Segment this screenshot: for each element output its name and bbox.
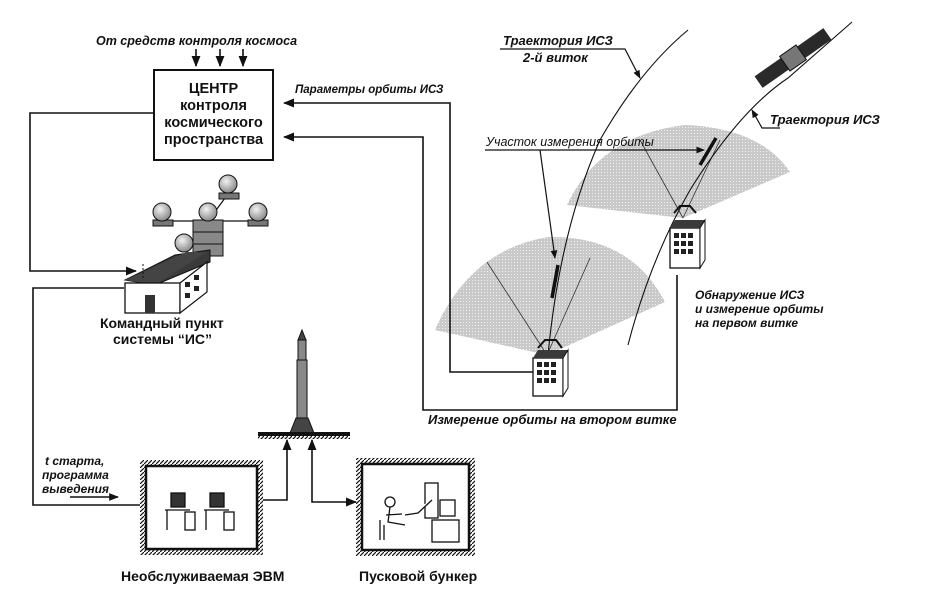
coverage-fan-second-orbit — [435, 236, 665, 355]
launch-time-label-1: t старта, — [45, 454, 105, 468]
launch-time-label-2: программа — [42, 468, 109, 482]
launch-pad — [258, 432, 350, 436]
center-title-1: ЦЕНТР — [188, 81, 239, 97]
launch-time-label-3: выведения — [42, 482, 110, 496]
flow-center-to-command-post — [29, 112, 153, 276]
command-post-label-2: системы “ИС” — [113, 331, 213, 347]
antenna-network-icon — [152, 174, 269, 263]
center-title-3: космического — [164, 115, 263, 131]
satellite-icon — [754, 28, 832, 88]
trajectory-line — [627, 21, 853, 346]
space-control-means-label: От средств контроля космоса — [96, 34, 298, 48]
flow-pad-to-bunker — [307, 438, 358, 507]
measurement-segment-2 — [698, 137, 718, 166]
detection-label-2: и измерение орбиты — [695, 302, 824, 316]
radar-station-second-orbit-icon — [532, 339, 569, 398]
measurement-segment-1 — [550, 264, 560, 299]
command-post-label-1: Командный пункт — [100, 315, 224, 331]
detection-label-1: Обнаружение ИСЗ — [695, 288, 805, 302]
rocket-icon — [289, 328, 315, 434]
bunker-label: Пусковой бункер — [359, 568, 478, 584]
detection-label-3: на первом витке — [695, 316, 799, 330]
radar-station-first-orbit-icon — [669, 205, 706, 270]
flow-command-post-to-computer — [32, 287, 140, 506]
coverage-fan-first-orbit — [567, 125, 790, 218]
flow-radar1-to-center — [282, 132, 678, 411]
orbit-params-label: Параметры орбиты ИСЗ — [295, 84, 444, 96]
measurement-section-label: Участок измерения орбиты — [486, 135, 654, 149]
computer-label: Необслуживаемая ЭВМ — [121, 568, 285, 584]
launch-bunker-icon — [356, 458, 475, 556]
center-title-2: контроля — [180, 98, 247, 114]
trajectory-label: Траектория ИСЗ — [770, 112, 880, 127]
trajectory-2nd-label: Траектория ИСЗ — [503, 33, 613, 48]
center-title-4: пространства — [163, 132, 264, 148]
flow-radar2-to-center — [282, 98, 533, 373]
space-control-center-box: ЦЕНТР контроля космического пространства — [153, 69, 274, 161]
command-post-building-icon — [123, 249, 211, 315]
second-orbit-measurement-label: Измерение орбиты на втором витке — [428, 412, 677, 427]
trajectory-2nd-sub-label: 2-й виток — [523, 50, 588, 65]
trajectory-2nd-orbit-line — [547, 29, 689, 356]
computer-room-icon — [140, 460, 263, 555]
flow-computer-to-pad — [263, 438, 292, 501]
